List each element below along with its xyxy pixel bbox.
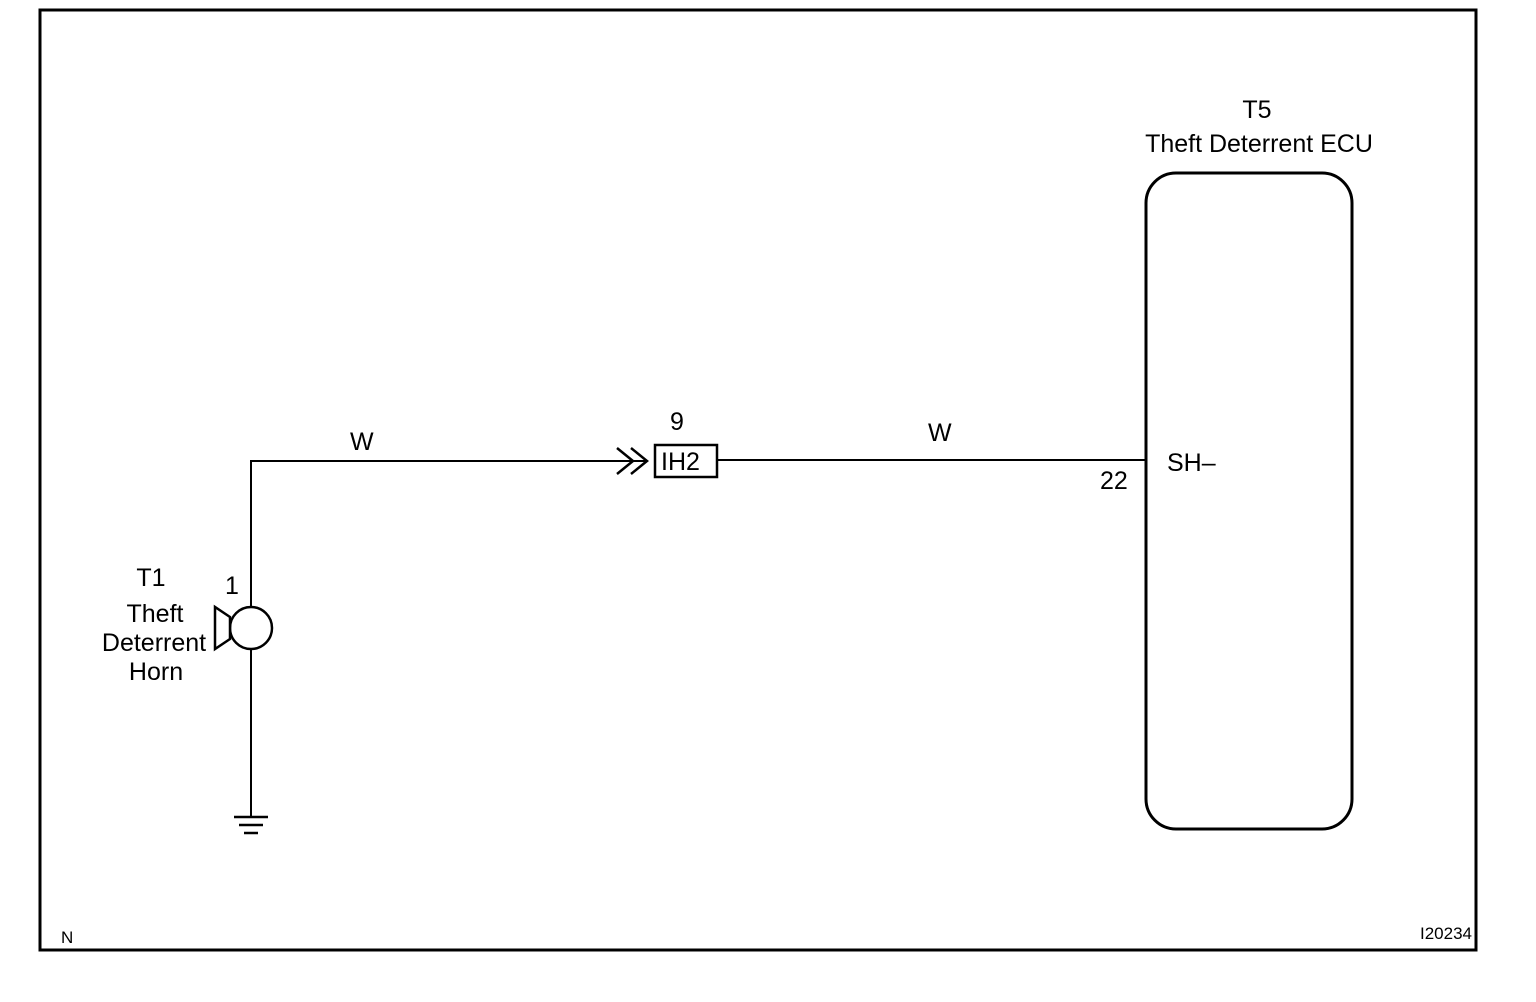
connector-chevron-inner xyxy=(630,447,649,475)
figure-id: I20234 xyxy=(1420,924,1472,943)
ecu-name: Theft Deterrent ECU xyxy=(1145,130,1373,158)
ecu-pin: 22 xyxy=(1100,467,1128,495)
horn-name-line1: Theft xyxy=(127,600,184,628)
wire-left xyxy=(250,460,645,608)
connector-pin: 9 xyxy=(670,408,684,436)
connector-id: IH2 xyxy=(661,448,700,476)
wire-right-color: W xyxy=(928,419,952,447)
wire-left-color: W xyxy=(350,428,374,456)
horn-name-line3: Horn xyxy=(129,658,183,686)
connector-box xyxy=(653,443,719,479)
ground-icon xyxy=(234,815,268,835)
horn-pin: 1 xyxy=(225,572,239,600)
ecu-code: T5 xyxy=(1242,96,1271,124)
ecu-box xyxy=(1144,171,1354,831)
ecu-terminal-label: SH– xyxy=(1167,449,1216,477)
diagram-frame xyxy=(38,8,1478,952)
horn-bell-icon xyxy=(213,604,232,652)
horn-code: T1 xyxy=(136,564,165,592)
footer-left-code: N xyxy=(61,928,73,947)
horn-name-line2: Deterrent xyxy=(102,629,206,657)
horn-icon xyxy=(228,605,274,651)
